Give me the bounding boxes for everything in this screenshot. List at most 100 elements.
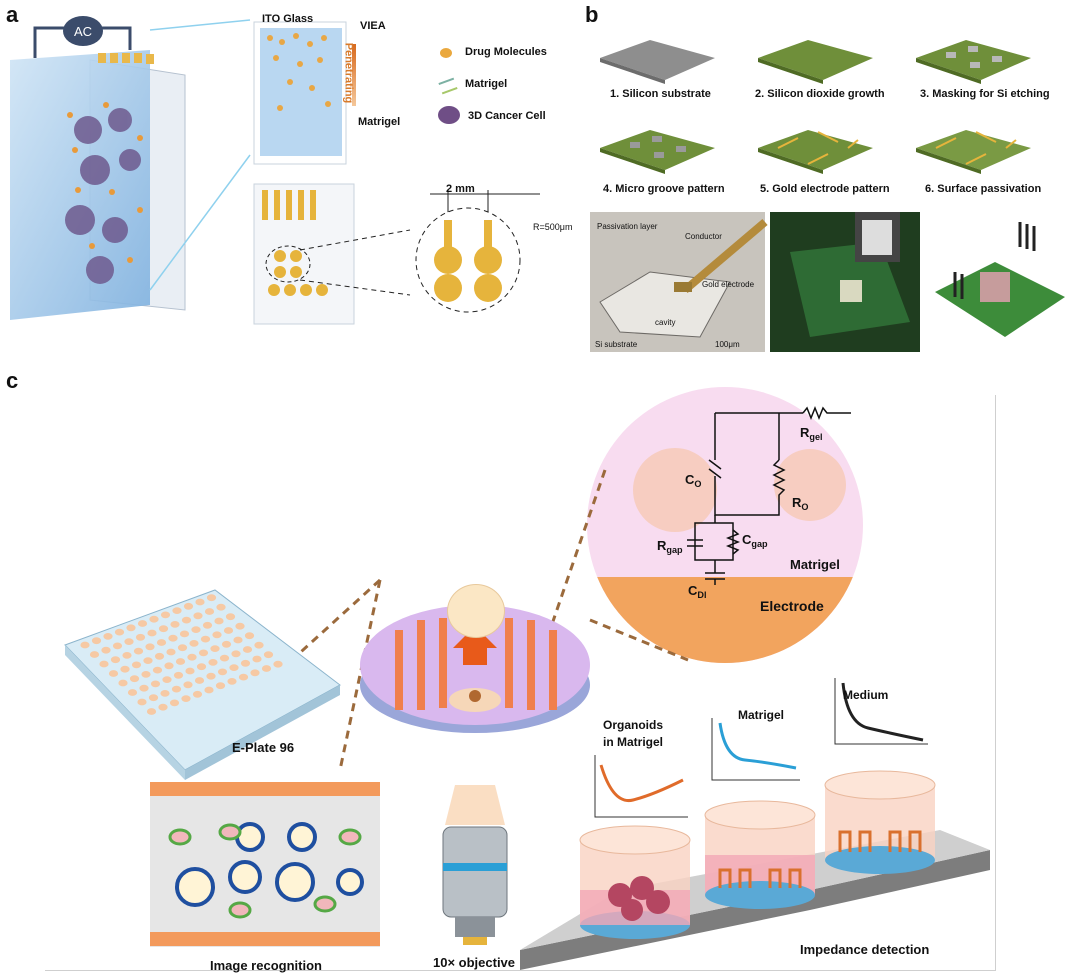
plate-well bbox=[175, 658, 186, 665]
plate-well bbox=[150, 680, 161, 688]
plate-well bbox=[252, 655, 262, 663]
plate-well bbox=[152, 666, 163, 674]
plate-well bbox=[202, 621, 213, 629]
plate-well bbox=[216, 603, 226, 611]
legend-matrigel: Matrigel bbox=[465, 78, 508, 90]
matrigel-curve-plot bbox=[711, 718, 800, 781]
plate-well bbox=[158, 703, 168, 711]
plate-well bbox=[193, 612, 203, 620]
electrode-chip bbox=[253, 183, 355, 325]
plate-well bbox=[129, 675, 140, 683]
plate-well bbox=[147, 629, 157, 637]
circuit-bubble bbox=[587, 387, 863, 663]
plate-well bbox=[131, 661, 142, 669]
plate-well bbox=[168, 634, 178, 642]
plate-well bbox=[166, 648, 176, 656]
matrigel-inner-label: Matrigel bbox=[358, 116, 401, 128]
plate-well bbox=[231, 650, 241, 658]
plate-well bbox=[183, 602, 194, 610]
plate-well bbox=[149, 615, 159, 623]
organoid-curve-plot bbox=[594, 755, 688, 818]
assembled-device-photo bbox=[925, 212, 1070, 352]
plate-well bbox=[120, 665, 130, 673]
plate-well bbox=[179, 630, 190, 638]
co-label: CO bbox=[685, 472, 702, 489]
plate-well bbox=[250, 669, 260, 677]
plate-well bbox=[192, 690, 203, 698]
plate-well bbox=[210, 645, 220, 652]
plate-well bbox=[108, 670, 119, 677]
penetrating-label: Penetrating bbox=[342, 42, 355, 104]
plate-well bbox=[141, 671, 151, 678]
plate-well bbox=[118, 679, 128, 687]
plate-well bbox=[177, 644, 188, 652]
plate-well bbox=[187, 653, 197, 661]
cdl-label: CDl bbox=[688, 583, 707, 600]
sem-passivation-label: Passivation layer bbox=[597, 222, 658, 231]
plate-well bbox=[240, 659, 251, 667]
plate-well bbox=[215, 682, 226, 690]
plate-well bbox=[110, 656, 121, 664]
step-3-label: 3. Masking for Si etching bbox=[920, 88, 1050, 100]
plate-well bbox=[101, 646, 111, 654]
plate-well bbox=[126, 624, 136, 632]
panel-c-frame bbox=[45, 395, 996, 971]
plate-well bbox=[139, 684, 149, 692]
sem-conductor-label: Conductor bbox=[685, 232, 722, 241]
plate-well bbox=[162, 676, 172, 683]
zoom-lines bbox=[149, 19, 251, 291]
plate-well bbox=[80, 641, 90, 649]
connector-dashed-lines bbox=[268, 469, 689, 771]
plate-well bbox=[196, 663, 207, 671]
plate-well bbox=[164, 662, 174, 670]
impedance-platform bbox=[520, 770, 990, 970]
medium-label: Medium bbox=[843, 688, 889, 702]
legend-drug-molecules: Drug Molecules bbox=[465, 46, 547, 58]
plate-well bbox=[181, 695, 191, 702]
plate-well bbox=[173, 671, 184, 679]
plate-well bbox=[185, 667, 195, 675]
plate-well bbox=[254, 641, 264, 649]
plate-well bbox=[135, 633, 146, 641]
plate-well bbox=[127, 689, 138, 696]
matrigel-curve-label: Matrigel bbox=[738, 708, 785, 722]
rgap-label: Rgap bbox=[657, 538, 683, 555]
plate-well bbox=[124, 638, 134, 645]
plate-well bbox=[169, 699, 180, 707]
matrigel-circuit-label: Matrigel bbox=[790, 557, 840, 572]
plate-well bbox=[146, 708, 157, 715]
sem-image bbox=[590, 212, 768, 352]
zoom-dashed-lines bbox=[299, 229, 411, 296]
panel-c-letter: c bbox=[6, 368, 19, 393]
plate-well bbox=[214, 617, 224, 625]
sem-cavity-label: cavity bbox=[655, 318, 676, 327]
central-dish bbox=[360, 605, 590, 733]
fabrication-steps bbox=[600, 40, 1031, 174]
plate-well bbox=[212, 631, 222, 639]
plate-well bbox=[156, 639, 167, 646]
plate-well bbox=[242, 646, 253, 653]
plate-well bbox=[238, 673, 249, 681]
plate-well bbox=[225, 613, 236, 621]
plate-well bbox=[194, 677, 205, 684]
rgel-label: Rgel bbox=[800, 425, 823, 442]
step-1-label: 1. Silicon substrate bbox=[610, 88, 711, 100]
pcb-photo bbox=[770, 212, 920, 352]
plate-well bbox=[221, 640, 232, 648]
matrigel-fiber-icon bbox=[438, 77, 458, 95]
image-recognition-view bbox=[150, 782, 380, 947]
plate-well bbox=[171, 685, 182, 693]
plate-well bbox=[204, 686, 214, 694]
plate-well bbox=[103, 633, 113, 640]
plate-well bbox=[198, 649, 209, 657]
plate-well bbox=[200, 635, 211, 643]
plate-well bbox=[133, 647, 144, 655]
objective-lens bbox=[442, 785, 508, 945]
plate-well bbox=[181, 616, 192, 624]
plate-well bbox=[172, 607, 182, 614]
plate-well bbox=[191, 626, 201, 633]
ro-label: RO bbox=[792, 495, 809, 512]
plate-well bbox=[154, 652, 165, 660]
legend-3d-cancer-cell: 3D Cancer Cell bbox=[468, 110, 546, 122]
plate-well bbox=[206, 594, 217, 602]
